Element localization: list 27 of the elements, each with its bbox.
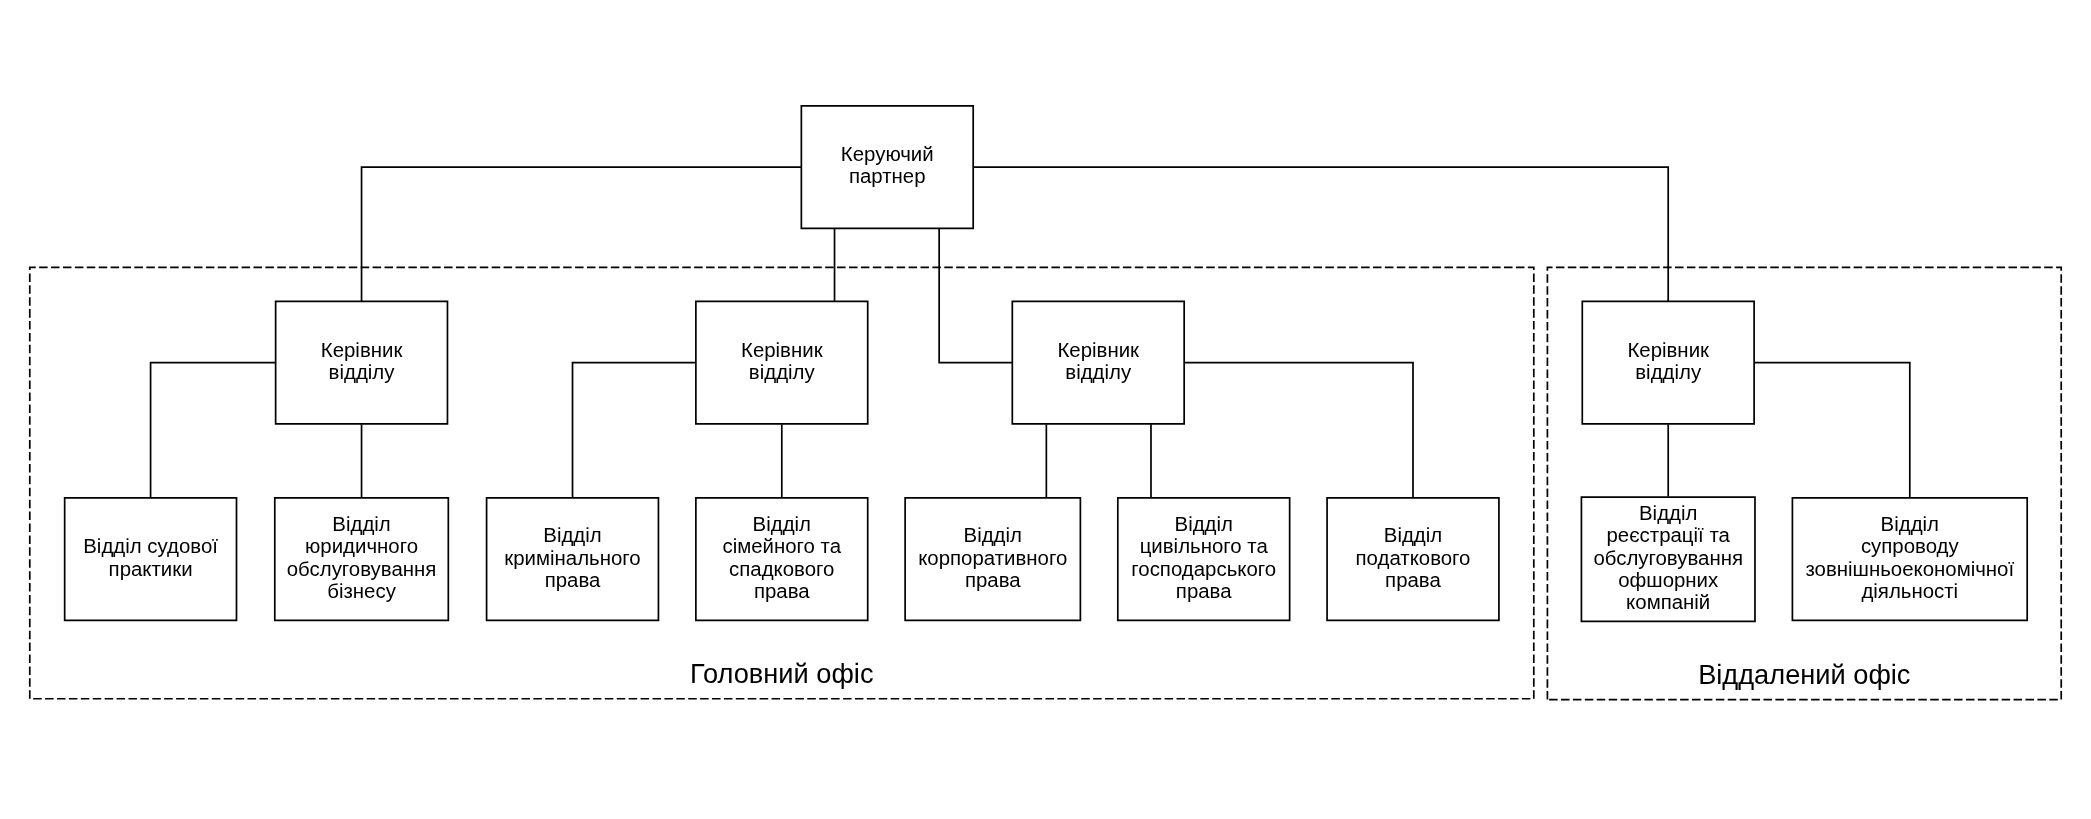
node-box: Відділ юридичного обслуговування бізнесу xyxy=(273,497,450,622)
connector xyxy=(1753,361,1911,499)
node-box: Відділ кримінального права xyxy=(485,497,660,622)
connector xyxy=(571,361,697,499)
connector xyxy=(972,166,1670,303)
node-box: Відділ сімейного та спадкового права xyxy=(695,497,869,622)
node-box: Керівник відділу xyxy=(274,300,449,425)
node-box: Відділ реєстрації та обслуговування офшорних компаній xyxy=(1580,496,1756,623)
connector xyxy=(780,423,783,499)
node-box: Відділ цивільного та господарського права xyxy=(1116,497,1291,622)
connector xyxy=(149,361,276,499)
node-box: Керуючий партнер xyxy=(800,104,975,230)
node-box: Відділ корпоративного права xyxy=(904,497,1082,622)
connector xyxy=(360,423,363,499)
node-box: Відділ супроводу зовнішньоекономічної діяльності xyxy=(1791,497,2029,622)
node-box: Керівник відділу xyxy=(1011,300,1185,425)
connector xyxy=(1150,423,1152,499)
node-box: Керівник відділу xyxy=(1581,300,1755,425)
connector xyxy=(1183,361,1414,499)
connector xyxy=(360,166,802,303)
connector xyxy=(1667,423,1670,498)
node-box: Керівник відділу xyxy=(695,300,869,425)
connector xyxy=(1045,423,1048,499)
node-box: Відділ судової практики xyxy=(63,497,238,622)
node-box: Відділ податкового права xyxy=(1326,497,1500,622)
connector xyxy=(833,227,836,302)
connector xyxy=(938,227,1014,364)
